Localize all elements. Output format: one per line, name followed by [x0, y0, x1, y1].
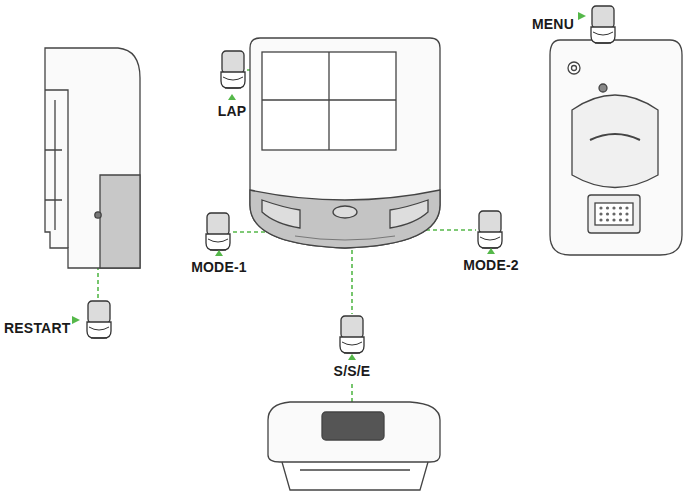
button-label: S/S/E [334, 363, 371, 379]
button-label: RESTART [4, 320, 70, 336]
button-label: MODE-1 [191, 259, 247, 275]
button-label: MODE-2 [463, 257, 519, 273]
button-label: MENU [532, 16, 574, 32]
button-label: LAP [218, 103, 247, 119]
